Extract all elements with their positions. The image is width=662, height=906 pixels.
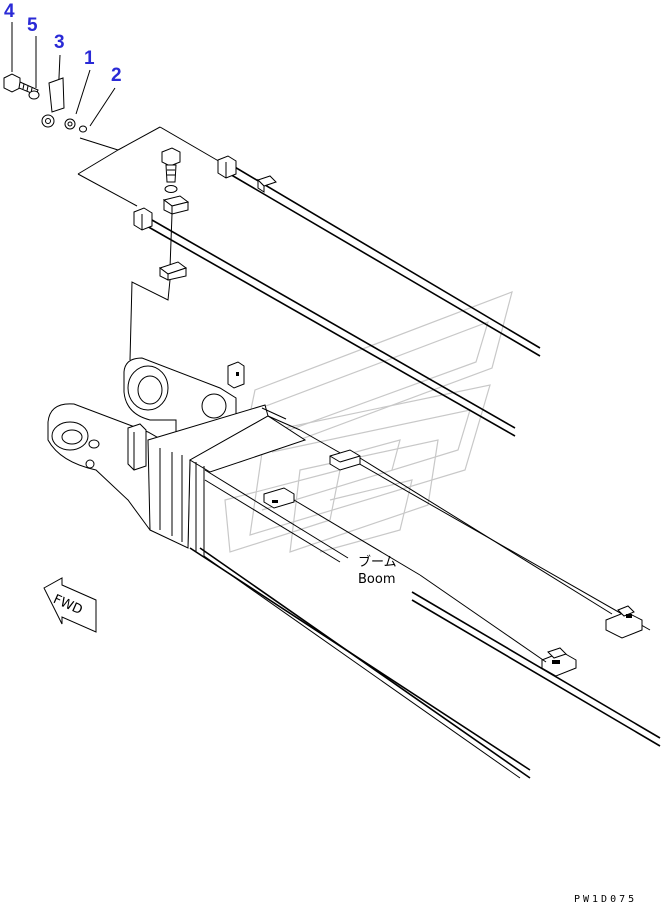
clamp-to-boom-line: [129, 279, 171, 361]
ring-part-2: [79, 125, 87, 133]
leader-to-label: [293, 499, 421, 576]
drawing-code: PW1D075: [574, 894, 637, 905]
hose-clamp-lower: [133, 207, 153, 231]
hose-clamp-upper: [217, 155, 237, 179]
callout-3: 3: [54, 32, 65, 53]
washer-part-5: [28, 90, 40, 100]
hose-lower-mid: [419, 574, 547, 663]
upper-clamp: [162, 195, 190, 215]
assembly-pointer-lines: [77, 126, 223, 207]
callout-2: 2: [111, 65, 122, 86]
bracket-left: [127, 423, 147, 471]
hose-mid-line: [359, 457, 613, 615]
callout-1: 1: [84, 48, 95, 69]
boom-label-jp: ブーム: [358, 554, 397, 570]
hose-lower: [144, 215, 516, 437]
clamp-part-3: [41, 77, 65, 128]
clamp-right-lower: [541, 647, 577, 677]
hose-upper: [227, 162, 541, 357]
clip-part-1: [64, 118, 76, 130]
hose-right: [411, 591, 661, 747]
clamp-leader: [169, 213, 173, 269]
lower-clamp: [158, 261, 188, 281]
callout-4: 4: [4, 1, 15, 22]
clamp-right-upper: [605, 605, 643, 639]
upper-bolt: [161, 147, 181, 193]
fwd-arrow: FWD: [43, 577, 97, 633]
leader-lines: [11, 22, 116, 127]
block-low: [263, 487, 295, 509]
bracket-top: [227, 361, 245, 389]
boom-structure: [47, 357, 651, 779]
callout-5: 5: [27, 15, 38, 36]
hose-clamp-upper-2: [257, 175, 277, 193]
boom-label-en: Boom: [358, 572, 396, 587]
block-mid: [329, 449, 361, 471]
